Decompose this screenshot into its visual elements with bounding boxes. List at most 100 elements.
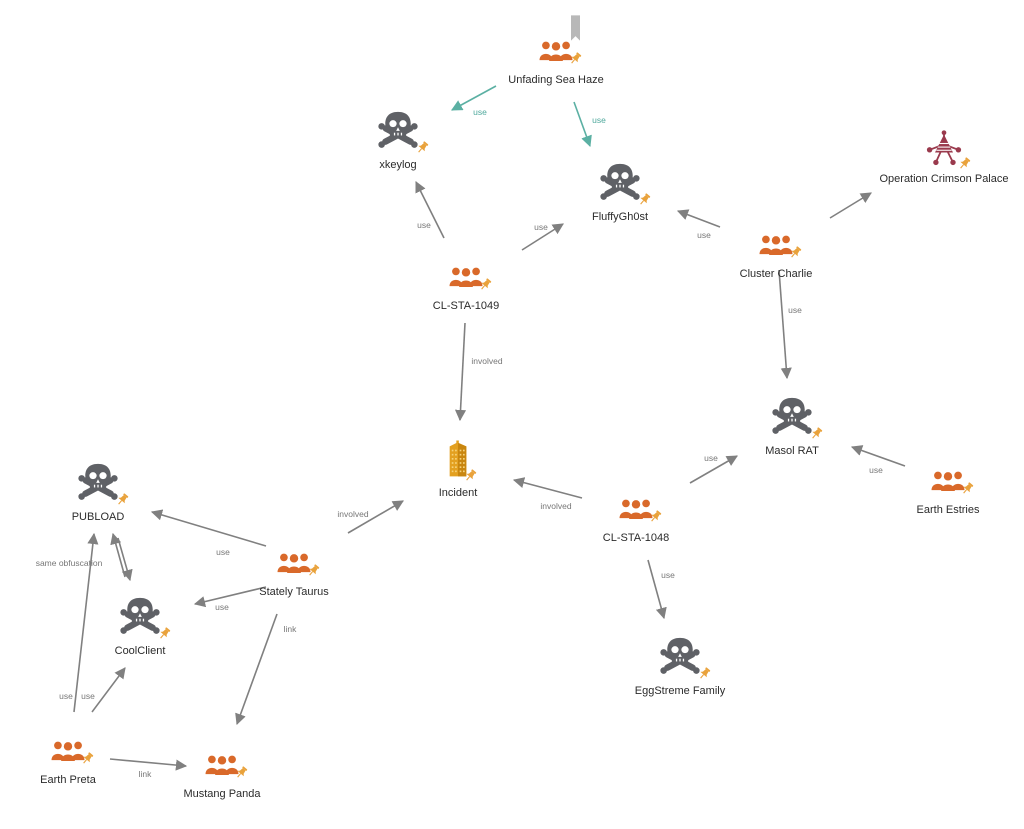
- node-charlie[interactable]: Cluster Charlie: [740, 235, 813, 280]
- edge-label: use: [788, 305, 802, 315]
- node-mustang[interactable]: Mustang Panda: [183, 755, 261, 800]
- edge-line[interactable]: [850, 445, 906, 467]
- edge-e12[interactable]: use: [150, 509, 267, 557]
- skull-icon[interactable]: [660, 637, 700, 674]
- node-xkeylog[interactable]: xkeylog: [378, 111, 429, 171]
- edge-line[interactable]: [91, 667, 126, 713]
- edge-line[interactable]: [150, 509, 267, 547]
- edge-e6[interactable]: [829, 192, 872, 219]
- edge-line[interactable]: [573, 101, 592, 148]
- node-coolclient[interactable]: CoolClient: [115, 597, 172, 657]
- edge-e2[interactable]: use: [573, 101, 606, 148]
- edge-e10[interactable]: involved: [512, 477, 583, 511]
- edge-line[interactable]: [415, 180, 445, 239]
- group-icon[interactable]: [931, 471, 965, 491]
- node-earthestries[interactable]: Earth Estries: [917, 471, 980, 516]
- node-label: Operation Crimson Palace: [879, 173, 1008, 185]
- edge-e19[interactable]: use: [59, 532, 99, 713]
- edge-line[interactable]: [117, 537, 133, 582]
- node-masol[interactable]: Masol RAT: [765, 397, 823, 457]
- node-fluffy[interactable]: FluffyGh0st: [592, 163, 652, 223]
- pin-icon[interactable]: [957, 156, 971, 171]
- skull-icon[interactable]: [78, 463, 118, 500]
- edge-e18[interactable]: same obfuscation: [36, 537, 133, 582]
- pin-icon[interactable]: [809, 426, 823, 441]
- group-icon[interactable]: [759, 235, 793, 255]
- skull-icon[interactable]: [120, 597, 160, 634]
- edge-line[interactable]: [829, 192, 872, 219]
- edge-line[interactable]: [778, 269, 792, 380]
- edge-label: use: [534, 222, 548, 232]
- edge-line[interactable]: [676, 209, 721, 228]
- edge-e20[interactable]: use: [81, 667, 126, 713]
- node-unfading[interactable]: Unfading Sea Haze: [508, 15, 604, 86]
- pin-icon[interactable]: [157, 626, 171, 641]
- campaign-icon[interactable]: [926, 130, 962, 166]
- node-sta1048[interactable]: CL-STA-1048: [603, 499, 669, 544]
- edge-label: use: [661, 570, 675, 580]
- pin-icon[interactable]: [637, 192, 651, 207]
- skull-icon[interactable]: [772, 397, 812, 434]
- node-incident[interactable]: Incident: [439, 440, 478, 500]
- edge-e4[interactable]: use: [521, 222, 564, 251]
- edge-line[interactable]: [235, 613, 278, 726]
- edge-line[interactable]: [454, 322, 467, 422]
- node-label: CL-STA-1048: [603, 532, 669, 544]
- edge-line[interactable]: [451, 85, 497, 111]
- node-crimson[interactable]: Operation Crimson Palace: [879, 130, 1009, 185]
- node-label: Mustang Panda: [183, 788, 261, 800]
- edge-e21[interactable]: link: [109, 758, 188, 779]
- group-icon[interactable]: [539, 41, 573, 61]
- node-label: xkeylog: [379, 159, 416, 171]
- node-sta1049[interactable]: CL-STA-1049: [433, 267, 499, 312]
- edge-e5[interactable]: use: [676, 209, 721, 240]
- node-label: Stately Taurus: [259, 586, 329, 598]
- node-eggstreme[interactable]: EggStreme Family: [635, 637, 726, 697]
- building-icon[interactable]: [449, 440, 467, 477]
- edge-label: use: [473, 107, 487, 117]
- edge-label: link: [284, 624, 298, 634]
- skull-icon[interactable]: [600, 163, 640, 200]
- edge-line[interactable]: [347, 500, 404, 534]
- node-earthpreta[interactable]: Earth Preta: [40, 741, 97, 786]
- edge-line[interactable]: [109, 758, 188, 771]
- edge-e1[interactable]: use: [451, 85, 497, 117]
- group-icon[interactable]: [277, 553, 311, 573]
- pin-icon[interactable]: [697, 666, 711, 681]
- edge-label: use: [704, 453, 718, 463]
- edge-line[interactable]: [521, 223, 564, 251]
- edge-line[interactable]: [689, 455, 738, 484]
- edge-label: use: [417, 220, 431, 230]
- edge-e13[interactable]: involved: [337, 500, 404, 534]
- edge-label: link: [139, 769, 153, 779]
- edge-line[interactable]: [512, 477, 583, 499]
- edge-e9[interactable]: use: [689, 453, 738, 484]
- pin-icon[interactable]: [115, 492, 129, 507]
- edge-e11[interactable]: use: [850, 445, 906, 475]
- edge-e15[interactable]: use: [647, 559, 675, 620]
- bookmark-icon: [571, 15, 580, 41]
- edge-line[interactable]: [193, 586, 267, 608]
- edge-e3[interactable]: use: [415, 180, 445, 239]
- node-label: Cluster Charlie: [740, 268, 813, 280]
- group-icon[interactable]: [619, 499, 653, 519]
- skull-icon[interactable]: [378, 111, 418, 148]
- node-stately[interactable]: Stately Taurus: [259, 553, 329, 598]
- edge-label: use: [215, 602, 229, 612]
- edge-e16[interactable]: link: [235, 613, 298, 726]
- edge-label: use: [697, 230, 711, 240]
- node-label: CL-STA-1049: [433, 300, 499, 312]
- pin-icon[interactable]: [415, 140, 429, 155]
- group-icon[interactable]: [51, 741, 85, 761]
- group-icon[interactable]: [205, 755, 239, 775]
- node-pubload[interactable]: PUBLOAD: [72, 463, 130, 523]
- edge-e8[interactable]: involved: [454, 322, 503, 422]
- group-icon[interactable]: [449, 267, 483, 287]
- edge-line[interactable]: [647, 559, 667, 620]
- edge-line[interactable]: [73, 532, 99, 713]
- edge-e7[interactable]: use: [778, 269, 802, 380]
- edge-e14[interactable]: use: [193, 586, 267, 612]
- nodes-layer: Unfading Sea Haze xkeylog FluffyGh0st Opera…: [40, 15, 1009, 800]
